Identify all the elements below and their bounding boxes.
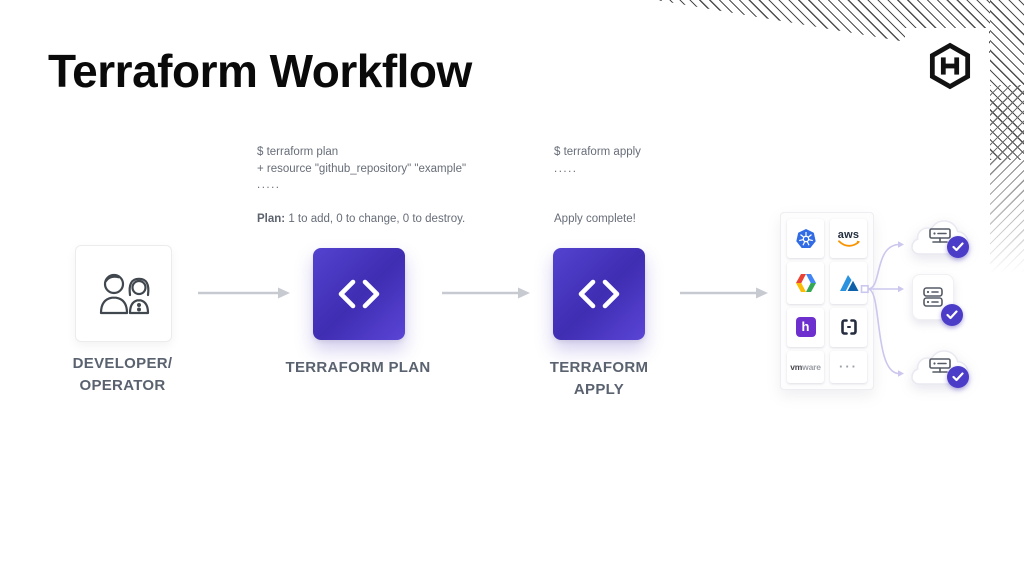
provider-grid: aws h bbox=[780, 212, 874, 390]
apply-ellipsis-line: ..... bbox=[554, 162, 578, 175]
azure-icon bbox=[830, 262, 867, 304]
kubernetes-icon bbox=[787, 219, 824, 259]
plan-result-text: 1 to add, 0 to change, 0 to destroy. bbox=[285, 212, 466, 225]
more-providers-icon: ··· bbox=[830, 350, 867, 383]
vmware-icon: vmware bbox=[787, 350, 824, 383]
diagonal-hatch-pattern-right bbox=[990, 0, 1024, 160]
heroku-icon: h bbox=[787, 307, 824, 347]
google-cloud-icon bbox=[787, 262, 824, 304]
plan-resource-line: + resource "github_repository" "example" bbox=[257, 162, 467, 175]
check-badge-icon bbox=[947, 236, 969, 258]
terraform-apply-label: TERRAFORM APPLY bbox=[549, 359, 649, 398]
server-monitor-icon bbox=[929, 228, 951, 243]
brackets-icon bbox=[830, 307, 867, 347]
apply-terminal-output: $ terraform apply ..... Apply complete! bbox=[554, 144, 641, 228]
developer-operator-card bbox=[75, 245, 172, 342]
server-monitor-icon bbox=[929, 358, 951, 373]
code-brackets-icon bbox=[338, 279, 380, 309]
flow-arrow-icon bbox=[198, 287, 290, 299]
code-brackets-icon bbox=[578, 279, 620, 309]
plan-command-line: $ terraform plan bbox=[257, 146, 339, 158]
terraform-plan-box bbox=[313, 248, 405, 340]
plan-terminal-output: $ terraform plan + resource "github_repo… bbox=[257, 144, 466, 227]
apply-command-line: $ terraform apply bbox=[554, 146, 641, 158]
hashicorp-logo-icon bbox=[929, 42, 971, 90]
logo-area bbox=[905, 28, 989, 138]
check-badge-icon bbox=[941, 304, 963, 326]
check-badge-icon bbox=[947, 366, 969, 388]
flow-arrow-icon bbox=[442, 287, 530, 299]
developer-operator-icon bbox=[99, 273, 149, 314]
terraform-apply-box bbox=[553, 248, 645, 340]
plan-result-label: Plan: bbox=[257, 212, 286, 225]
apply-result-line: Apply complete! bbox=[554, 213, 636, 225]
server-stack-icon bbox=[923, 287, 943, 307]
plan-ellipsis-line: ..... bbox=[257, 179, 281, 191]
diagonal-hatch-pattern-right-fade bbox=[990, 85, 1024, 290]
page-title: Terraform Workflow bbox=[48, 45, 472, 97]
terraform-plan-label: TERRAFORM PLAN bbox=[285, 359, 431, 376]
plan-result-line: Plan: 1 to add, 0 to change, 0 to destro… bbox=[257, 211, 466, 228]
flow-arrow-icon bbox=[680, 287, 768, 299]
aws-icon: aws bbox=[830, 219, 867, 259]
developer-operator-label: DEVELOPER/ OPERATOR bbox=[72, 355, 173, 394]
branch-connector bbox=[860, 241, 904, 377]
